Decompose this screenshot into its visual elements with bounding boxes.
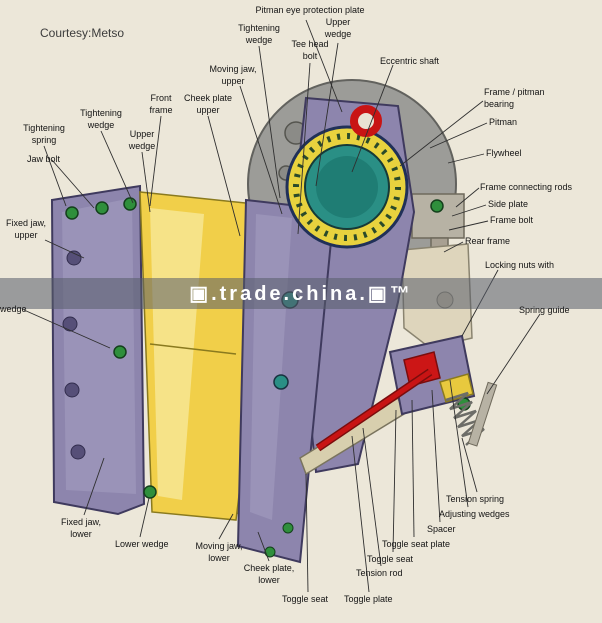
label-tightening-wedge-top: Tightening wedge xyxy=(238,23,280,45)
frame-hole xyxy=(66,250,82,266)
frame-hole xyxy=(62,316,78,332)
front-frame-group xyxy=(50,184,146,516)
label-jaw-bolt: Jaw bolt xyxy=(27,154,61,164)
frame-bolt-icon xyxy=(430,199,444,213)
label-tension-spring: Tension spring xyxy=(446,494,505,504)
leader-lines xyxy=(23,19,541,593)
label-moving-jaw-upper: Moving jaw, upper xyxy=(209,64,257,86)
toggle-assembly-group xyxy=(299,334,498,476)
label-fixed-jaw-upper: Fixed jaw, upper xyxy=(5,218,47,240)
toggle-seat-shape xyxy=(403,351,441,387)
moving-jaw-lower-bolt-icon xyxy=(264,546,276,558)
label-tee-head-bolt: Tee head bolt xyxy=(291,39,329,61)
watermark-text: ▣.trade.china.▣™ xyxy=(189,283,413,305)
label-tightening-wedge-left: Tightening wedge xyxy=(80,108,122,130)
bearing-rollers xyxy=(293,133,401,241)
label-frame-bolt: Frame bolt xyxy=(490,215,534,225)
label-adjusting-wedges: Adjusting wedges xyxy=(439,509,510,519)
moving-jaw-bolt xyxy=(273,374,289,390)
jaw-split-line xyxy=(149,343,237,355)
tension-rod-shape xyxy=(316,369,432,451)
label-moving-jaw-lower: Moving jaw, lower xyxy=(195,541,243,563)
frame-hole xyxy=(64,382,80,398)
label-spacer: Spacer xyxy=(427,524,456,534)
wedge-bolt-icon xyxy=(113,345,127,359)
wedge-bolt-icon xyxy=(123,197,137,211)
label-pitman-eye-protection-plate: Pitman eye protection plate xyxy=(255,5,365,15)
label-eccentric-shaft: Eccentric shaft xyxy=(380,56,440,66)
label-upper-wedge-top: Upper wedge xyxy=(324,17,352,39)
label-frame-pitman-bearing: Frame / pitman bearing xyxy=(484,87,545,109)
frame-hole xyxy=(70,444,86,460)
label-tension-rod: Tension rod xyxy=(356,568,403,578)
pitman-eye-group xyxy=(350,105,382,137)
label-toggle-seat-plate: Toggle seat plate xyxy=(382,539,451,549)
pitman-eye-ring xyxy=(350,105,382,137)
label-fixed-jaw-lower: Fixed jaw, lower xyxy=(60,517,102,539)
label-rear-frame: Rear frame xyxy=(465,236,511,246)
label-side-plate: Side plate xyxy=(488,199,529,209)
label-front-frame: Front frame xyxy=(149,93,173,115)
lower-wedge-bolt-icon xyxy=(143,485,157,499)
spring-guide-shape xyxy=(467,381,498,447)
label-wedge-cut: wedge xyxy=(0,304,27,314)
label-upper-wedge-left: Upper wedge xyxy=(128,129,156,151)
label-toggle-seat-bottom: Toggle seat xyxy=(282,594,329,604)
jaw-bolt-icon xyxy=(95,201,109,215)
moving-jaw-lower-bolt-icon xyxy=(282,522,294,534)
label-spring-guide: Spring guide xyxy=(519,305,570,315)
label-lower-wedge: Lower wedge xyxy=(115,539,169,549)
tension-spring-coil xyxy=(445,391,485,446)
label-tightening-spring: Tightening spring xyxy=(23,123,65,145)
tightening-spring-bolt-icon xyxy=(65,206,79,220)
label-cheek-plate-lower: Cheek plate, lower xyxy=(243,563,295,585)
courtesy-note: Courtesy:Metso xyxy=(40,26,125,40)
label-flywheel: Flywheel xyxy=(486,148,522,158)
label-frame-connecting-rods: Frame connecting rods xyxy=(480,182,573,192)
label-toggle-plate: Toggle plate xyxy=(344,594,393,604)
eccentric-shaft-core xyxy=(316,156,378,218)
front-frame-inner xyxy=(62,198,136,494)
label-cheek-plate-upper: Cheek plate upper xyxy=(183,93,233,115)
label-toggle-seat-right: Toggle seat xyxy=(367,554,414,564)
eccentric-bearing-group xyxy=(285,125,409,249)
watermark-band: ▣.trade.china.▣™ xyxy=(0,278,602,309)
label-locking-nuts: Locking nuts with xyxy=(485,260,555,270)
label-pitman: Pitman xyxy=(489,117,518,127)
